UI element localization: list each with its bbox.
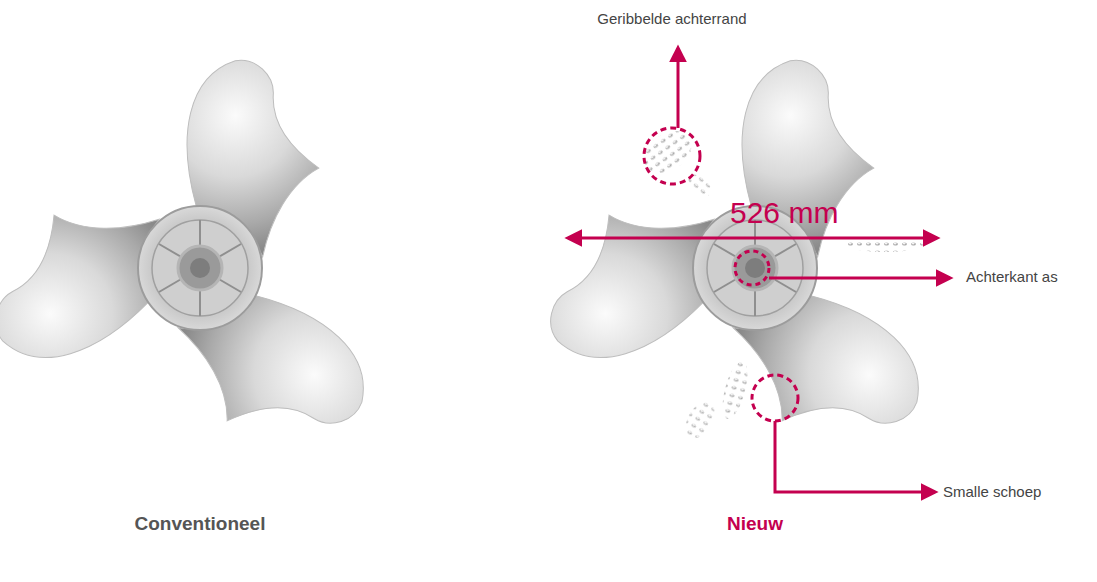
caption-label: Nieuw	[727, 513, 783, 535]
callout-label: Smalle schoep	[943, 483, 1041, 500]
callout-label: Geribbelde achterrand	[597, 10, 746, 27]
callout-label: Achterkant as	[966, 268, 1058, 285]
caption-label: Conventioneel	[135, 513, 266, 535]
dimension-label: 526 mm	[730, 196, 838, 231]
